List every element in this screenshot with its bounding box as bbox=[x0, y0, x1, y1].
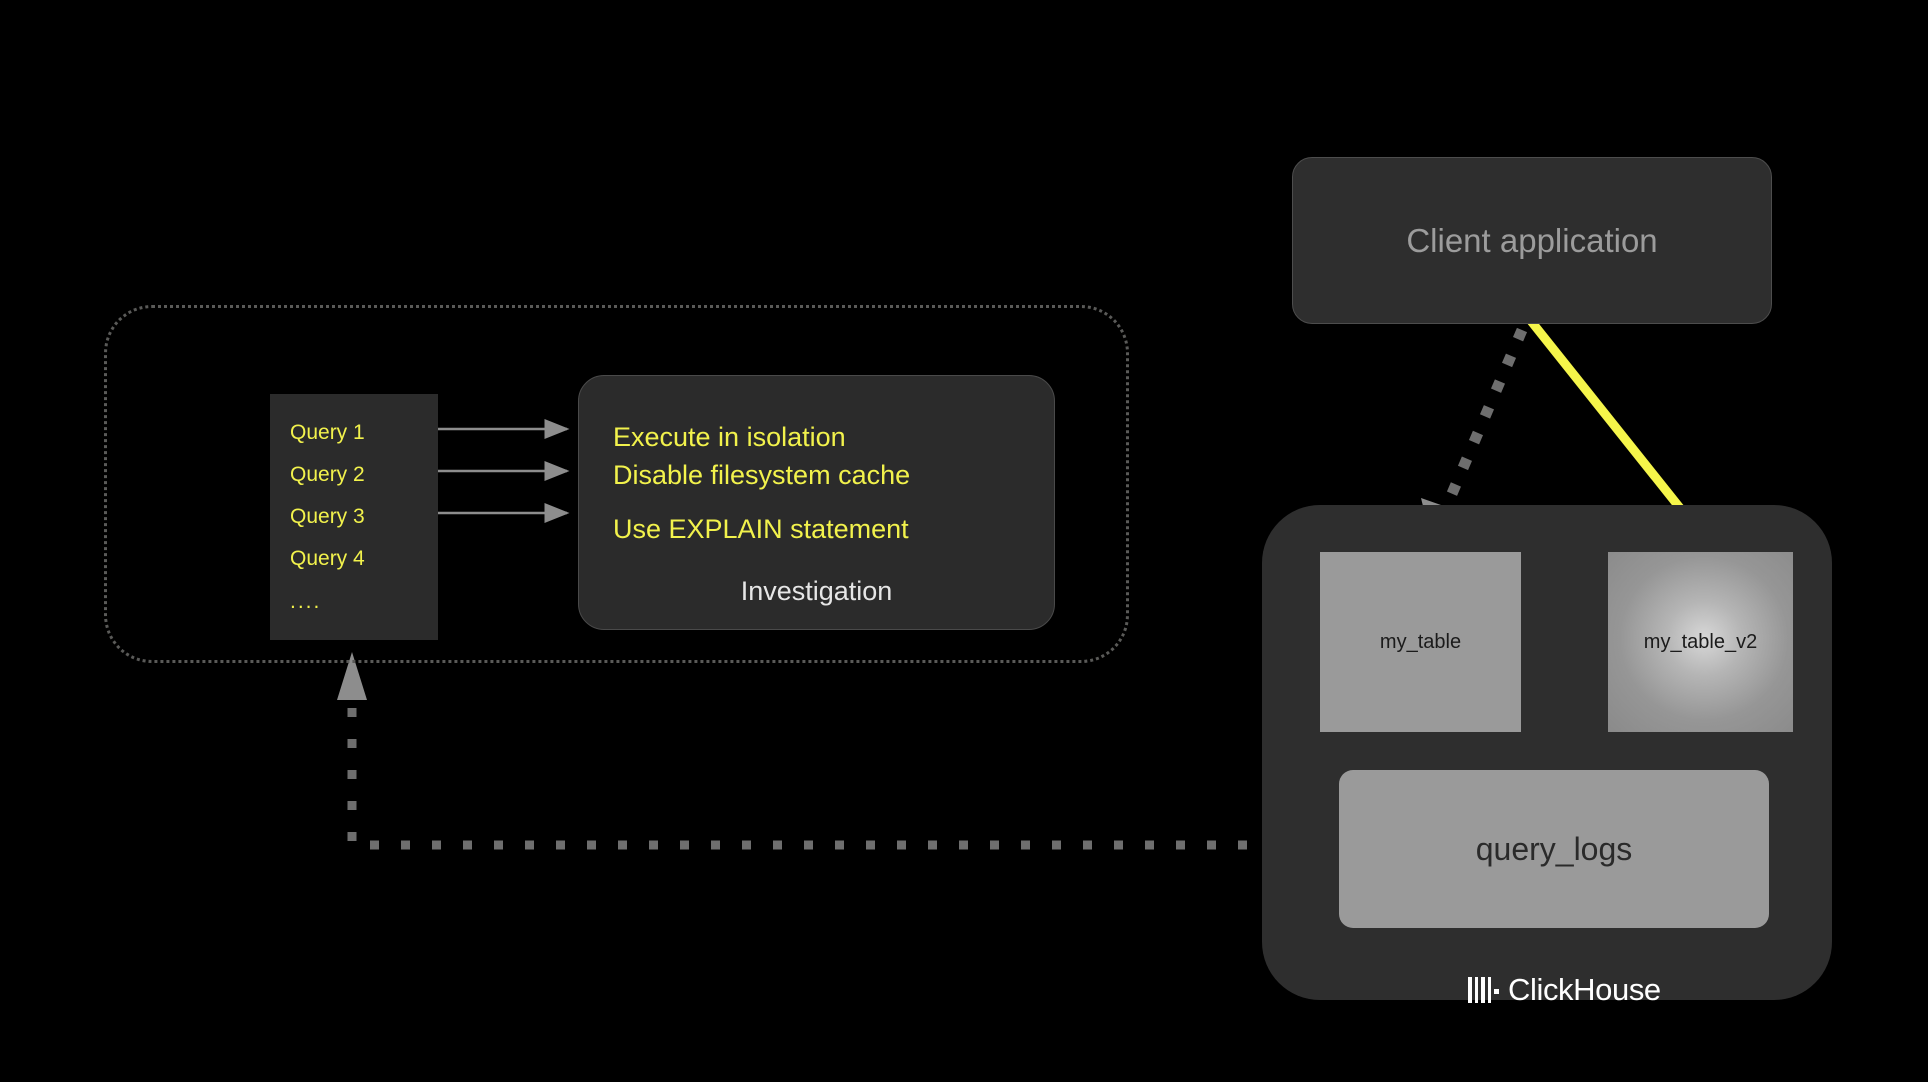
list-item-query-4[interactable]: Query 4 bbox=[290, 547, 365, 570]
client-application-label: Client application bbox=[1406, 221, 1658, 259]
clickhouse-logo: ClickHouse bbox=[1468, 972, 1661, 1008]
my-table-label: my_table bbox=[1379, 630, 1462, 653]
investigation-tip-3: Use EXPLAIN statement bbox=[613, 514, 909, 544]
investigation-card-title: Investigation bbox=[740, 576, 893, 606]
my-table-box: my_table bbox=[1320, 552, 1521, 732]
query-list-panel: Query 1 Query 2 Query 3 Query 4 .... bbox=[270, 394, 438, 640]
query-logs-box: query_logs bbox=[1339, 770, 1769, 928]
list-item-query-1[interactable]: Query 1 bbox=[290, 421, 365, 444]
investigation-region bbox=[104, 305, 1129, 663]
my-table-v2-box: my_table_v2 bbox=[1608, 552, 1793, 732]
investigation-tip-1: Execute in isolation bbox=[613, 422, 846, 452]
list-item-query-more[interactable]: .... bbox=[290, 590, 322, 613]
investigation-tip-2: Disable filesystem cache bbox=[613, 460, 911, 490]
query-logs-label: query_logs bbox=[1475, 830, 1633, 867]
my-table-v2-label: my_table_v2 bbox=[1643, 630, 1758, 653]
list-item-query-2[interactable]: Query 2 bbox=[290, 463, 365, 486]
investigation-tips: Execute in isolation Disable filesystem … bbox=[613, 418, 910, 548]
list-item-query-3[interactable]: Query 3 bbox=[290, 505, 365, 528]
client-application-box: Client application bbox=[1292, 157, 1772, 324]
clickhouse-bars-icon bbox=[1468, 977, 1499, 1003]
clickhouse-brand-label: ClickHouse bbox=[1508, 972, 1661, 1007]
investigation-card: Execute in isolation Disable filesystem … bbox=[578, 375, 1055, 630]
query-logs-feedback-arrow bbox=[337, 652, 1340, 850]
